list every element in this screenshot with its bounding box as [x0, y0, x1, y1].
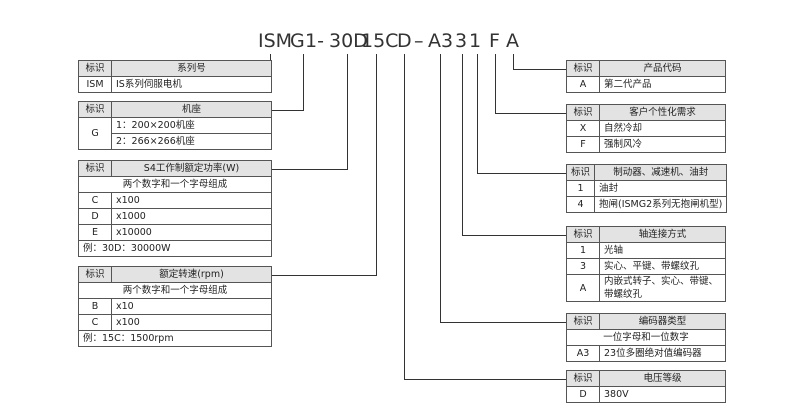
shaft-value-1: 光轴 [599, 242, 726, 259]
power-title: S4工作制额定功率(W) [111, 160, 272, 177]
speed-note: 两个数字和一个字母组成 [78, 282, 272, 299]
speed-example: 例：15C：1500rpm [78, 330, 272, 347]
series-title: 系列号 [111, 60, 272, 77]
series-value: IS系列伺服电机 [111, 76, 272, 93]
frame-title: 机座 [111, 101, 272, 118]
power-value-e: x10000 [111, 224, 272, 241]
voltage-title: 电压等级 [599, 370, 726, 387]
power-note: 两个数字和一个字母组成 [78, 176, 272, 193]
shaft-col-header: 标识 [566, 226, 600, 243]
code-part-separator: – [414, 30, 424, 52]
connector-speed [272, 54, 377, 276]
shaft-value-3: 实心、平键、带螺纹孔 [599, 258, 726, 275]
code-part-custom: F [489, 30, 500, 52]
shaft-value-a: 内嵌式转子、实心、带键、带螺纹孔 [599, 274, 726, 302]
connector-generation [513, 54, 566, 70]
brake-value-4: 抱闸(ISMG2系列无抱闸机型) [594, 196, 728, 213]
power-col-header: 标识 [78, 160, 112, 177]
shaft-title: 轴连接方式 [599, 226, 726, 243]
encoder-title: 编码器类型 [599, 313, 726, 330]
speed-value-c: x100 [111, 314, 272, 331]
custom-value-x: 自然冷却 [599, 120, 726, 137]
brake-value-1: 油封 [594, 180, 728, 197]
power-example: 例：30D：30000W [78, 240, 272, 257]
series-table: 标识 系列号 ISM IS系列伺服电机 [78, 60, 272, 93]
voltage-col-header: 标识 [566, 370, 600, 387]
encoder-note: 一位字母和一位数字 [566, 329, 726, 346]
power-key-c: C [78, 192, 112, 209]
generation-col-header: 标识 [566, 60, 600, 77]
shaft-key-a: A [566, 274, 600, 302]
series-key: ISM [78, 76, 112, 93]
frame-col-header: 标识 [78, 101, 112, 118]
power-value-d: x1000 [111, 208, 272, 225]
code-part-encoder: A3 [428, 30, 454, 52]
brake-col-header: 标识 [565, 164, 596, 181]
power-key-d: D [78, 208, 112, 225]
speed-col-header: 标识 [78, 266, 112, 283]
power-key-e: E [78, 224, 112, 241]
speed-value-b: x10 [111, 298, 272, 315]
encoder-value-a3: 23位多圈绝对值编码器 [599, 345, 726, 362]
frame-option-1: 1：200×200机座 [111, 117, 272, 134]
brake-title: 制动器、减速机、油封 [594, 164, 728, 181]
brake-key-4: 4 [565, 196, 596, 213]
custom-value-f: 强制风冷 [599, 136, 726, 153]
shaft-key-1: 1 [566, 242, 600, 259]
code-part-voltage: D [397, 30, 412, 52]
code-part-generation: A [506, 30, 519, 52]
code-part-power: 30D [329, 30, 368, 52]
frame-key: G [78, 117, 112, 150]
voltage-value-d: 380V [599, 386, 726, 403]
frame-option-2: 2：266×266机座 [111, 133, 272, 150]
frame-table: 标识 机座 G 1：200×200机座 2：266×266机座 [78, 101, 272, 150]
code-part-shaft: 3 [455, 30, 468, 52]
connector-power [272, 54, 348, 170]
code-part-series: ISM [258, 30, 293, 52]
connector-brake [477, 54, 566, 174]
code-part-frame: G [290, 30, 305, 52]
power-value-c: x100 [111, 192, 272, 209]
connector-shaft [462, 54, 566, 236]
code-part-brake: 1 [469, 30, 482, 52]
connector-custom [495, 54, 566, 114]
series-col-header: 标识 [78, 60, 112, 77]
code-part-speed: 15C [361, 30, 399, 52]
generation-title: 产品代码 [599, 60, 726, 77]
custom-key-f: F [566, 136, 600, 153]
custom-key-x: X [566, 120, 600, 137]
custom-col-header: 标识 [566, 104, 600, 121]
connector-frame [272, 54, 304, 111]
speed-key-b: B [78, 298, 112, 315]
voltage-key-d: D [566, 386, 600, 403]
encoder-col-header: 标识 [566, 313, 600, 330]
brake-key-1: 1 [565, 180, 596, 197]
generation-value: 第二代产品 [599, 76, 726, 93]
speed-key-c: C [78, 314, 112, 331]
connector-encoder [440, 54, 566, 323]
generation-key: A [566, 76, 600, 93]
encoder-key-a3: A3 [566, 345, 600, 362]
speed-title: 额定转速(rpm) [111, 266, 272, 283]
connector-voltage [404, 54, 566, 380]
code-part-frame-number: 1- [305, 30, 324, 52]
custom-title: 客户个性化需求 [599, 104, 726, 121]
shaft-key-3: 3 [566, 258, 600, 275]
